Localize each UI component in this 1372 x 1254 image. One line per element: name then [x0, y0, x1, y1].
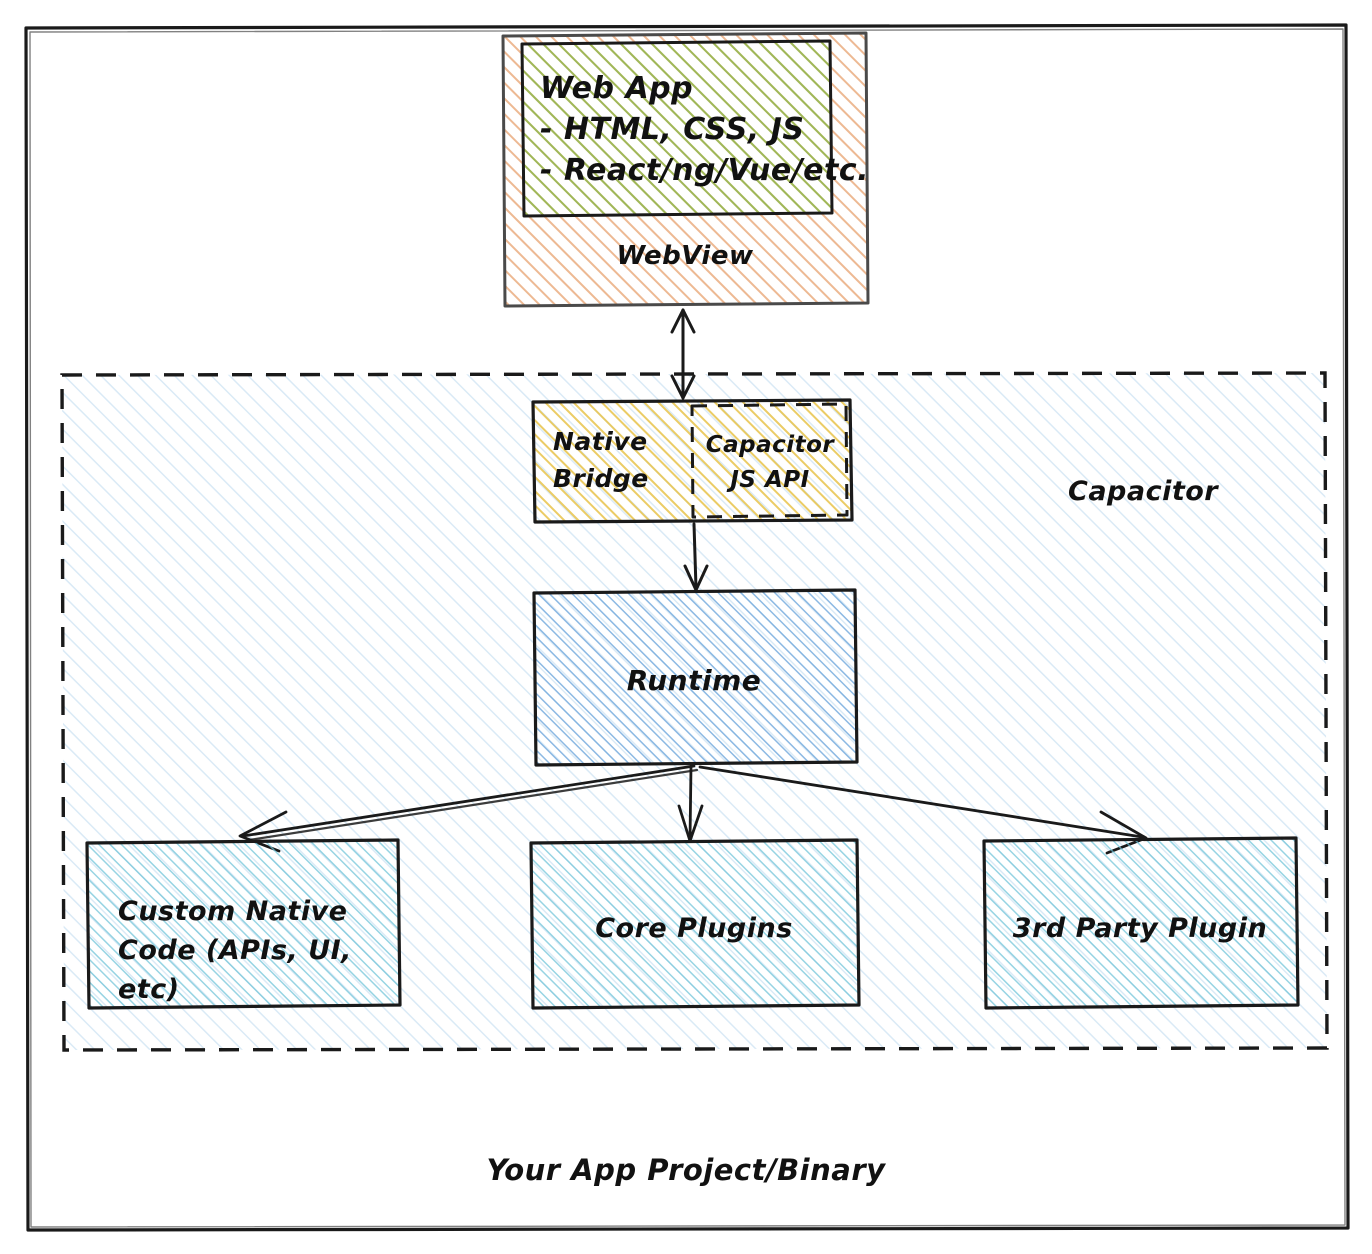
capacitor-region-label: Capacitor	[1068, 476, 1219, 507]
edge-webview-to-bridge	[670, 308, 696, 400]
web-app-title: Web App	[540, 71, 693, 106]
web-app-bullet-0: - HTML, CSS, JS	[540, 112, 804, 147]
capacitor-js-api-box: Capacitor JS API	[690, 402, 849, 519]
app-project-frame	[24, 23, 1350, 1232]
core-plugins-box: Core Plugins	[529, 838, 861, 1010]
web-app-bullet-1: - React/ng/Vue/etc.	[540, 153, 869, 188]
native-bridge-label-line2: Bridge	[553, 464, 649, 493]
third-party-plugin-label: 3rd Party Plugin	[1013, 913, 1267, 944]
third-party-plugin-box: 3rd Party Plugin	[982, 836, 1300, 1010]
capacitor-js-api-label-line2: JS API	[726, 467, 809, 493]
custom-native-code-label-line3: etc)	[118, 974, 180, 1005]
custom-native-code-box: Custom Native Code (APIs, UI, etc)	[85, 838, 402, 1010]
custom-native-code-label-line1: Custom Native	[118, 896, 348, 927]
webview-label: WebView	[617, 241, 754, 271]
web-app-box: Web App - HTML, CSS, JS - React/ng/Vue/e…	[520, 39, 869, 218]
custom-native-code-label-line2: Code (APIs, UI,	[118, 935, 352, 966]
native-bridge-label-line1: Native	[553, 427, 648, 456]
core-plugins-label: Core Plugins	[595, 913, 793, 944]
native-bridge-box: Native Bridge Capacitor JS API	[531, 398, 854, 524]
runtime-box: Runtime	[532, 588, 859, 767]
runtime-label: Runtime	[627, 664, 762, 697]
app-project-caption: Your App Project/Binary	[486, 1153, 886, 1187]
capacitor-js-api-label-line1: Capacitor	[706, 432, 836, 458]
